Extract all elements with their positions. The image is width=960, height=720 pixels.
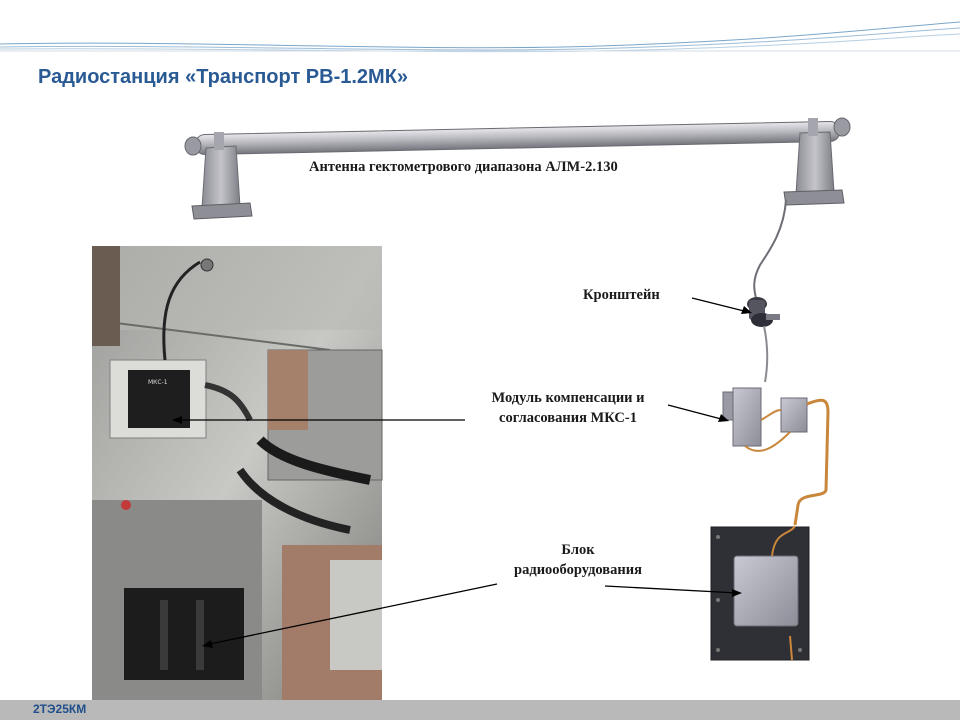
arrowhead-block bbox=[732, 589, 742, 597]
label-block-line2: радиооборудования bbox=[514, 562, 642, 578]
header-wave-decoration bbox=[0, 21, 960, 53]
antenna-cable bbox=[753, 199, 787, 299]
installation-photo: МКС-1 bbox=[91, 246, 383, 700]
bracket-cable bbox=[763, 325, 769, 383]
label-bracket: Кронштейн bbox=[583, 287, 660, 303]
arrowhead-module-photo bbox=[172, 416, 182, 424]
antenna-model bbox=[184, 117, 851, 220]
label-module: Модуль компенсации и согласования МКС-1 bbox=[470, 388, 666, 428]
pointer-block-to-photo bbox=[204, 583, 498, 646]
equipment-illustration: МКС-1 bbox=[91, 117, 851, 700]
label-module-line1: Модуль компенсации и bbox=[491, 390, 645, 406]
footer-label: 2ТЭ25КМ bbox=[33, 702, 87, 716]
label-antenna: Антенна гектометрового диапазона АЛМ-2.1… bbox=[309, 159, 618, 175]
arrowhead-bracket bbox=[741, 306, 752, 314]
label-radio-block: Блок радиооборудования bbox=[488, 540, 668, 580]
mks-module-model bbox=[722, 387, 830, 526]
label-block-line1: Блок bbox=[561, 542, 595, 558]
footer-bar: 2ТЭ25КМ bbox=[0, 700, 960, 720]
radio-block-model bbox=[710, 525, 810, 661]
arrowhead-module bbox=[718, 414, 729, 422]
bracket-model bbox=[747, 297, 780, 327]
photo-module-marking: МКС-1 bbox=[148, 379, 168, 386]
pointer-module bbox=[667, 404, 726, 421]
label-module-line2: согласования МКС-1 bbox=[499, 410, 637, 426]
pointer-bracket bbox=[691, 297, 749, 313]
page-title: Радиостанция «Транспорт РВ-1.2МК» bbox=[38, 66, 409, 88]
pointer-block bbox=[604, 585, 739, 594]
arrowhead-block-photo bbox=[202, 640, 213, 648]
